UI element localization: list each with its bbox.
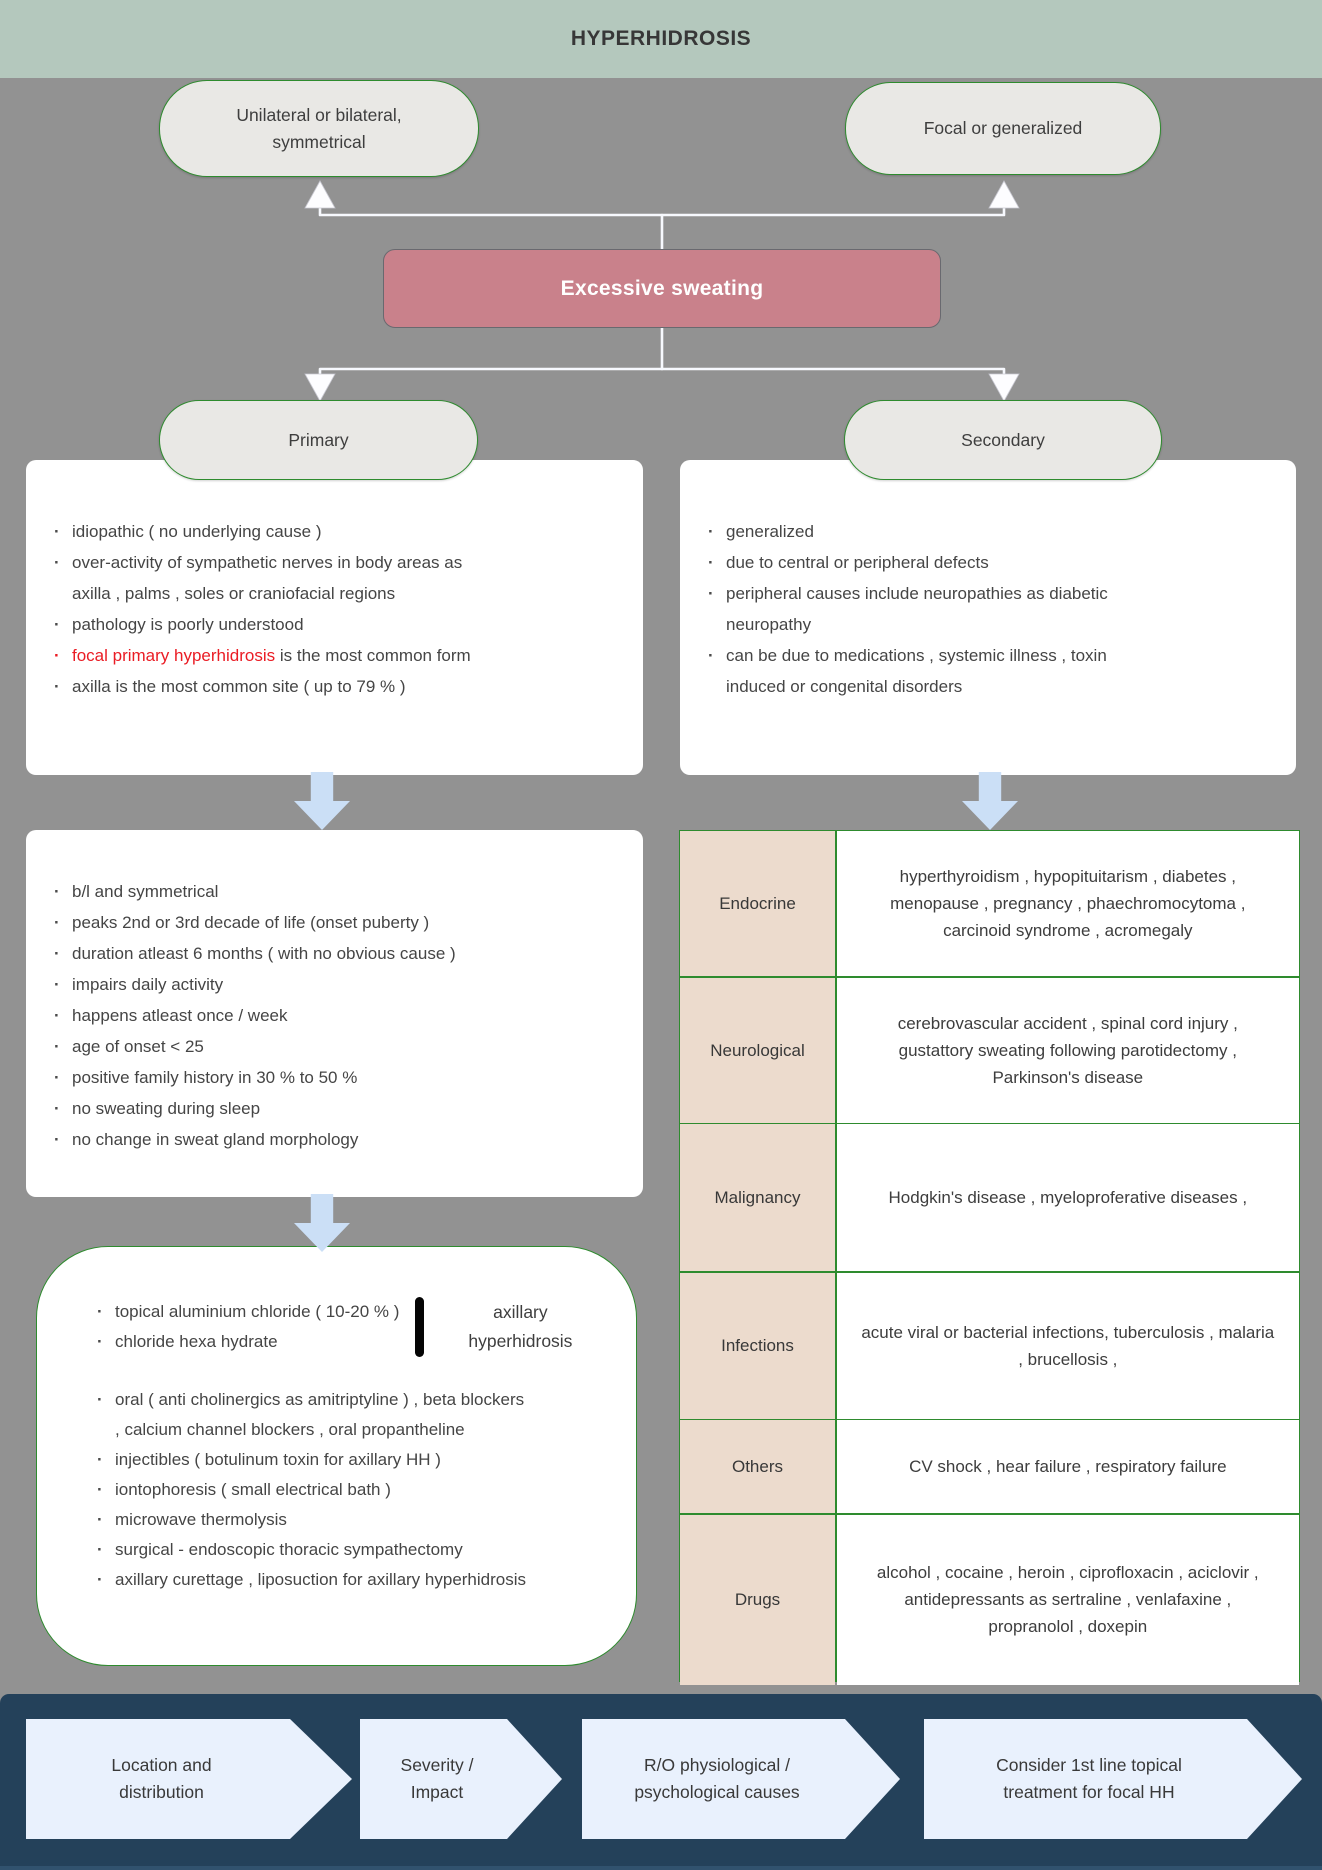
down-arrow-secondary xyxy=(962,772,1018,830)
list-item: can be due to medications , systemic ill… xyxy=(706,640,1282,702)
assessment-pathway-bar: Location and distribution Severity / Imp… xyxy=(0,1694,1322,1870)
other-treatments-bullet-list: oral ( anti cholinergics as amitriptylin… xyxy=(95,1385,614,1595)
list-item: chloride hexa hydrate xyxy=(95,1327,399,1357)
down-arrow-primary xyxy=(294,772,350,830)
pathway-step-location: Location and distribution xyxy=(26,1719,352,1839)
topical-treatment-group: topical aluminium chloride ( 10-20 % ) c… xyxy=(95,1297,614,1357)
list-item: oral ( anti cholinergics as amitriptylin… xyxy=(95,1385,614,1445)
red-highlight-rest: is the most common form xyxy=(279,646,471,665)
list-item: duration atleast 6 months ( with no obvi… xyxy=(52,938,629,969)
topical-bullet-list: topical aluminium chloride ( 10-20 % ) c… xyxy=(95,1297,399,1357)
list-item: idiopathic ( no underlying cause ) xyxy=(52,516,629,547)
page-title: HYPERHIDROSIS xyxy=(570,27,752,50)
table-row-value: alcohol , cocaine , heroin , ciprofloxac… xyxy=(836,1514,1299,1685)
table-row-value: hyperthyroidism , hypopituitarism , diab… xyxy=(836,831,1299,976)
down-arrow-criteria xyxy=(294,1194,350,1252)
oval-unilateral-bilateral-label: Unilateral or bilateral, symmetrical xyxy=(236,105,402,152)
header-bar: HYPERHIDROSIS xyxy=(0,0,1322,78)
list-item: due to central or peripheral defects xyxy=(706,547,1282,578)
oval-secondary: Secondary xyxy=(844,400,1162,480)
arrowhead-down-right xyxy=(988,373,1020,402)
list-item: no change in sweat gland morphology xyxy=(52,1124,629,1155)
secondary-causes-table: Endocrine hyperthyroidism , hypopituitar… xyxy=(679,830,1300,1685)
primary-description-box: idiopathic ( no underlying cause ) over-… xyxy=(26,460,643,775)
list-item: generalized xyxy=(706,516,1282,547)
table-row-value: acute viral or bacterial infections, tub… xyxy=(836,1272,1299,1419)
table-row-value: CV shock , hear failure , respiratory fa… xyxy=(836,1420,1299,1514)
pathway-step-first-line-treatment: Consider 1st line topical treatment for … xyxy=(924,1719,1302,1839)
list-item: age of onset < 25 xyxy=(52,1031,629,1062)
table-row-value: cerebrovascular accident , spinal cord i… xyxy=(836,977,1299,1123)
arrowhead-up-right xyxy=(988,180,1020,209)
arrowhead-up-left xyxy=(304,180,336,209)
treatment-box: topical aluminium chloride ( 10-20 % ) c… xyxy=(36,1246,637,1666)
brace-label: axillary hyperhidrosis xyxy=(468,1302,573,1351)
list-item: iontophoresis ( small electrical bath ) xyxy=(95,1475,614,1505)
list-item: b/l and symmetrical xyxy=(52,876,629,907)
list-item: peaks 2nd or 3rd decade of life (onset p… xyxy=(52,907,629,938)
oval-focal-generalized: Focal or generalized xyxy=(845,82,1161,175)
list-item: positive family history in 30 % to 50 % xyxy=(52,1062,629,1093)
red-highlight-text: focal primary hyperhidrosis xyxy=(72,646,276,665)
list-item: impairs daily activity xyxy=(52,969,629,1000)
oval-unilateral-bilateral: Unilateral or bilateral, symmetrical xyxy=(159,80,479,177)
table-row-label: Malignancy xyxy=(680,1124,835,1272)
list-item-highlighted: focal primary hyperhidrosis is the most … xyxy=(52,640,629,671)
list-item: no sweating during sleep xyxy=(52,1093,629,1124)
table-row-label: Infections xyxy=(680,1272,835,1419)
list-item: topical aluminium chloride ( 10-20 % ) xyxy=(95,1297,399,1327)
table-row-label: Drugs xyxy=(680,1514,835,1685)
list-item: injectibles ( botulinum toxin for axilla… xyxy=(95,1445,614,1475)
list-item: axillary curettage , liposuction for axi… xyxy=(95,1565,614,1595)
root-node-excessive-sweating: Excessive sweating xyxy=(383,249,941,328)
pathway-step-severity: Severity / Impact xyxy=(360,1719,562,1839)
criteria-bullet-list: b/l and symmetrical peaks 2nd or 3rd dec… xyxy=(52,876,629,1155)
primary-bullet-list: idiopathic ( no underlying cause ) over-… xyxy=(52,516,629,702)
secondary-description-box: generalized due to central or peripheral… xyxy=(680,460,1296,775)
brace-bar xyxy=(415,1297,425,1357)
table-row-label: Endocrine xyxy=(680,831,835,976)
list-item: happens atleast once / week xyxy=(52,1000,629,1031)
oval-primary: Primary xyxy=(159,400,478,480)
oval-secondary-label: Secondary xyxy=(961,429,1045,450)
table-row-value: Hodgkin's disease , myeloproferative dis… xyxy=(836,1124,1299,1272)
list-item: microwave thermolysis xyxy=(95,1505,614,1535)
list-item: axilla is the most common site ( up to 7… xyxy=(52,671,629,702)
oval-focal-generalized-label: Focal or generalized xyxy=(923,118,1083,139)
criteria-box: b/l and symmetrical peaks 2nd or 3rd dec… xyxy=(26,830,643,1197)
root-node-label: Excessive sweating xyxy=(560,276,764,300)
list-item: peripheral causes include neuropathies a… xyxy=(706,578,1282,640)
secondary-bullet-list: generalized due to central or peripheral… xyxy=(706,516,1282,702)
list-item: over-activity of sympathetic nerves in b… xyxy=(52,547,629,609)
list-item: pathology is poorly understood xyxy=(52,609,629,640)
other-treatments-group: oral ( anti cholinergics as amitriptylin… xyxy=(95,1385,614,1595)
oval-primary-label: Primary xyxy=(288,429,349,450)
pathway-step-rule-out: R/O physiological / psychological causes xyxy=(582,1719,900,1839)
table-row-label: Neurological xyxy=(680,977,835,1123)
list-item: surgical - endoscopic thoracic sympathec… xyxy=(95,1535,614,1565)
table-row-label: Others xyxy=(680,1420,835,1514)
arrowhead-down-left xyxy=(304,373,336,402)
